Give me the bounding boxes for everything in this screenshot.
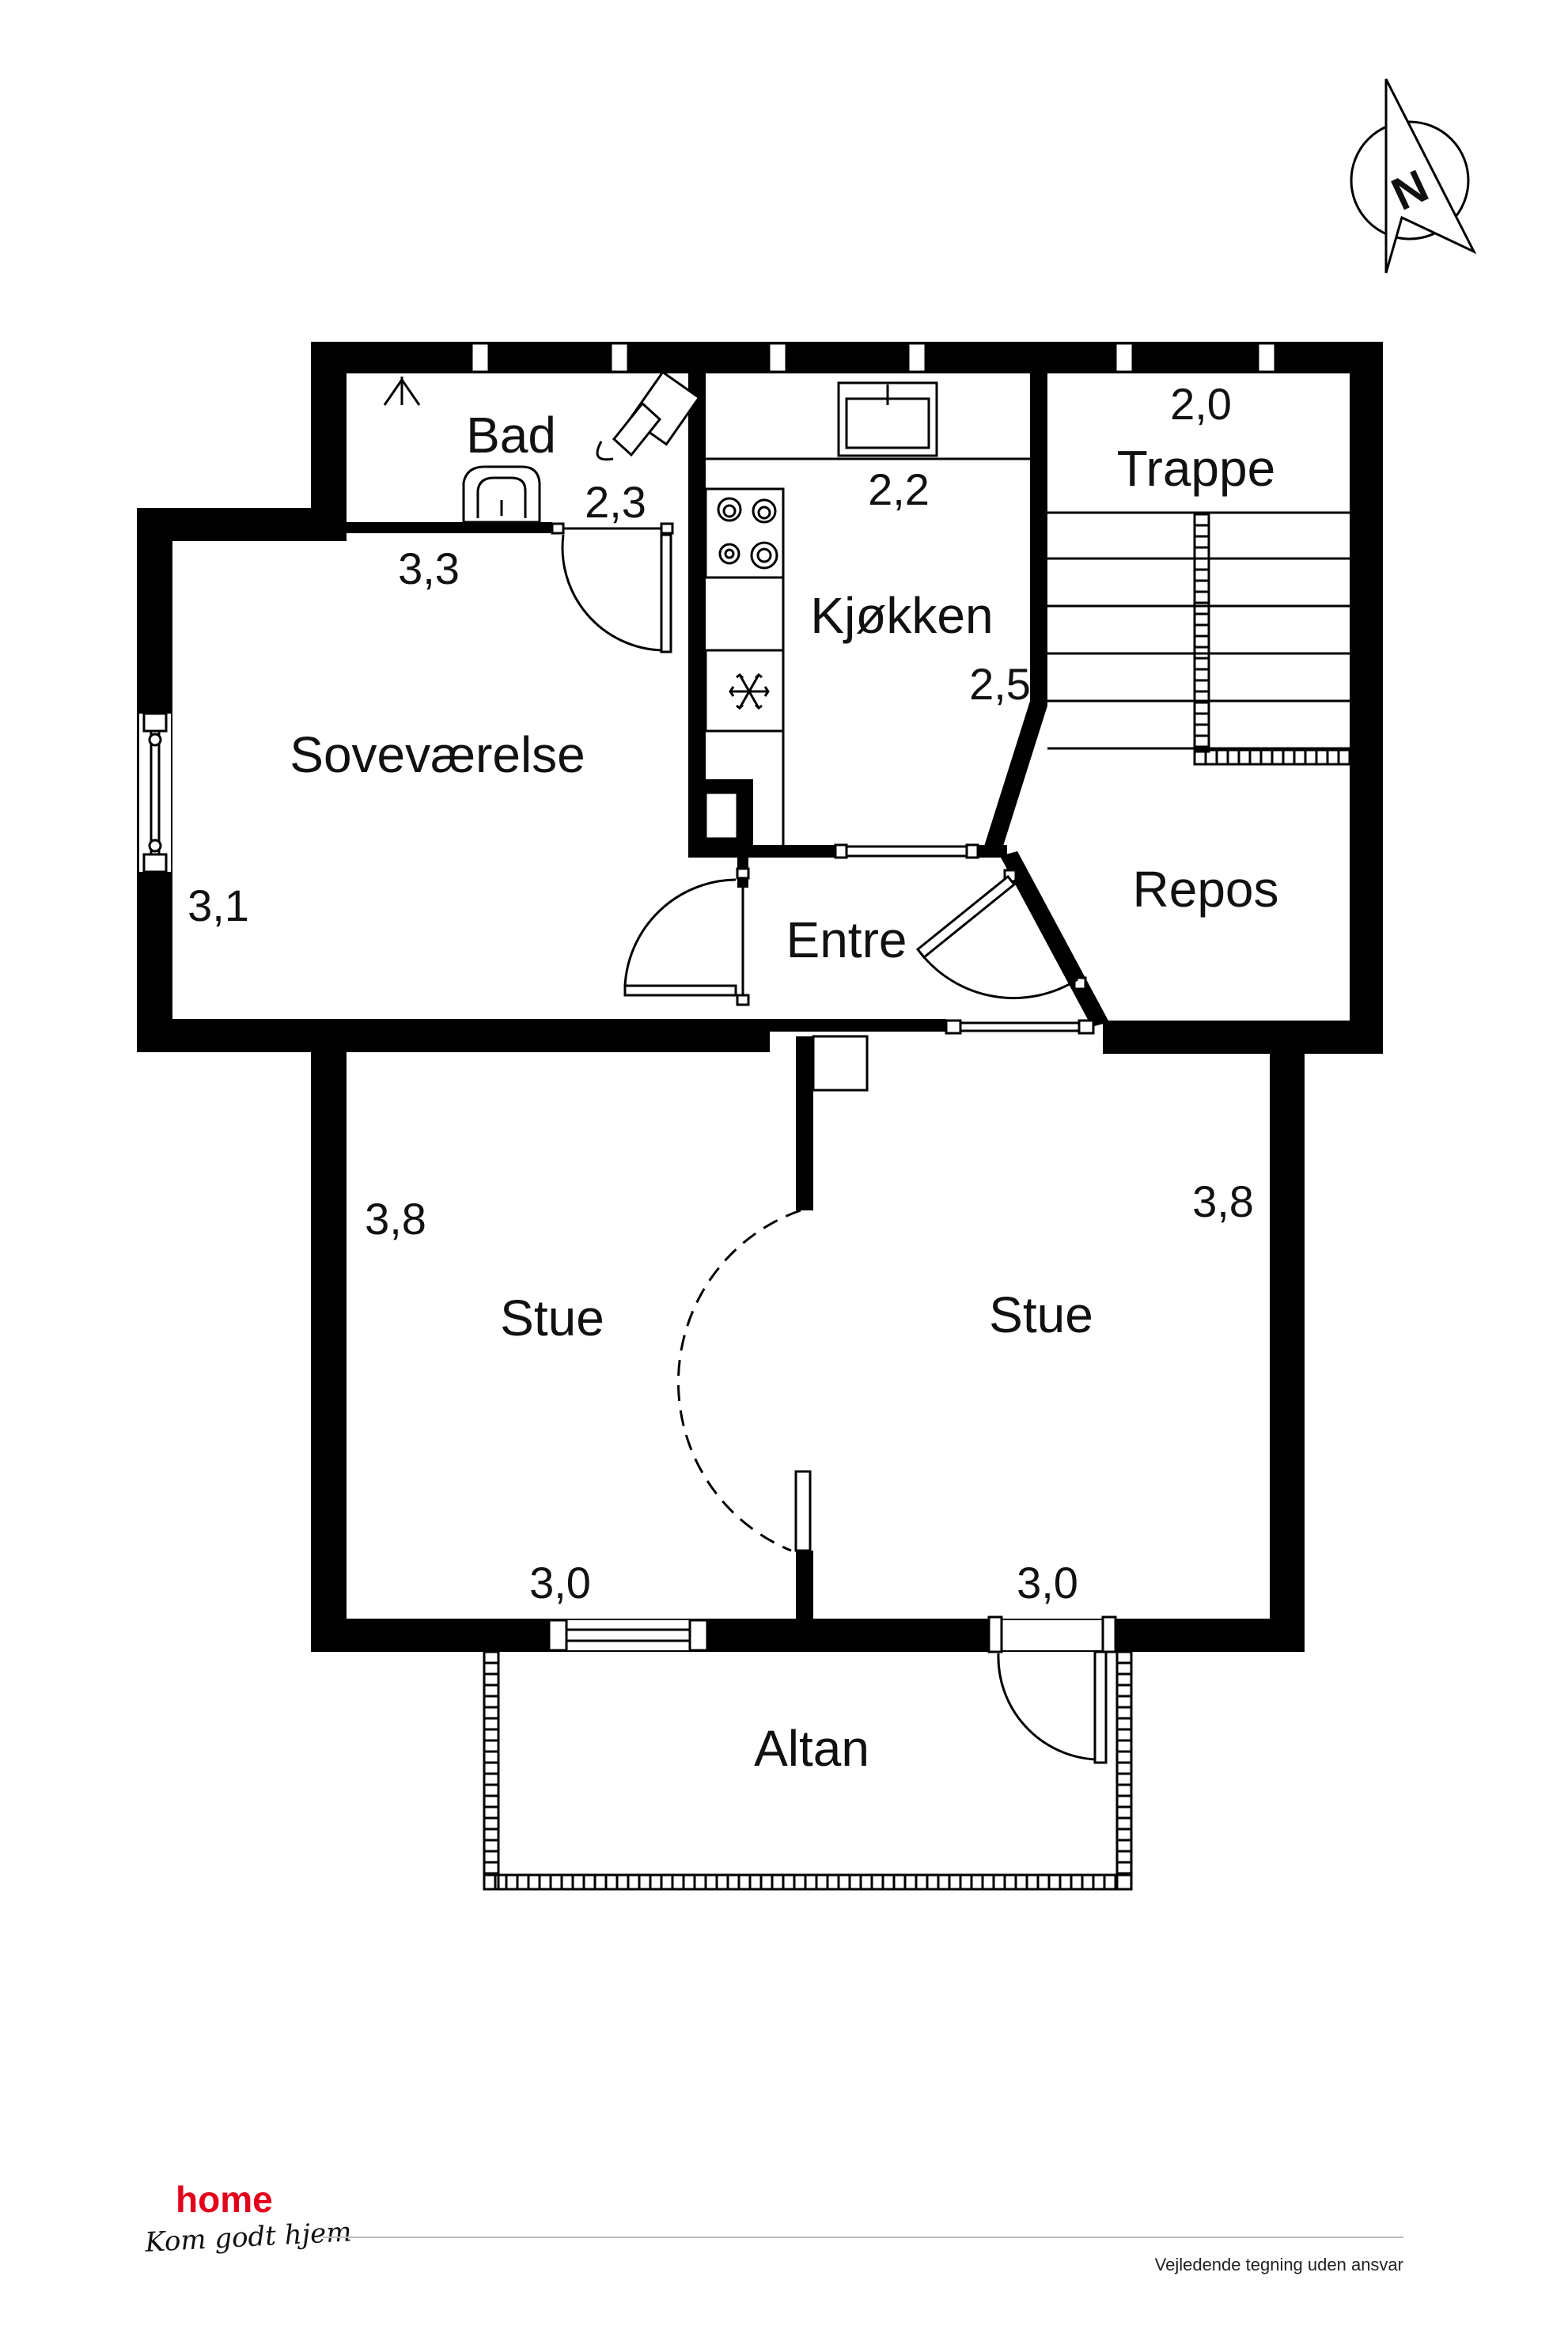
window-sove bbox=[139, 712, 171, 873]
dimension-kokken-top: 2,2 bbox=[868, 464, 930, 514]
wall-entre-bottom bbox=[748, 1019, 946, 1032]
room-label-repos: Repos bbox=[1133, 861, 1279, 918]
shower-icon bbox=[383, 377, 421, 406]
dimension-stue-right-side: 3,8 bbox=[1192, 1176, 1254, 1226]
north-arrow-icon bbox=[1384, 78, 1477, 274]
room-label-kokken: Kjøkken bbox=[810, 587, 993, 644]
doors bbox=[551, 522, 1117, 1764]
shaft bbox=[704, 791, 739, 840]
windows bbox=[139, 342, 1277, 1652]
footer-disclaimer: Vejledende tegning uden ansvar bbox=[1155, 2255, 1403, 2274]
dimension-stue-left-bottom: 3,0 bbox=[529, 1558, 591, 1608]
window-trappe bbox=[1114, 342, 1277, 373]
brand-logo: home Kom godt hjem bbox=[143, 2179, 352, 2259]
dimension-trappe: 2,0 bbox=[1170, 379, 1232, 429]
room-label-sovevaerelse: Soveværelse bbox=[290, 726, 585, 783]
kitchen-sink-icon bbox=[837, 381, 938, 457]
dimension-stue-left-side: 3,8 bbox=[365, 1194, 426, 1244]
window-stue bbox=[547, 1619, 709, 1652]
wall-bad-kitchen bbox=[688, 342, 706, 856]
balcony-railing bbox=[483, 1650, 1133, 1891]
door-sove bbox=[623, 867, 750, 1006]
dimension-sove-side: 3,1 bbox=[187, 881, 249, 930]
footer: home Kom godt hjem Vejledende tegning ud… bbox=[143, 2179, 1403, 2274]
wall-diagonal-upper bbox=[983, 701, 1047, 856]
wall-sove-bottom bbox=[137, 1019, 770, 1052]
compass-circle bbox=[1350, 120, 1470, 241]
room-label-stue-left: Stue bbox=[500, 1290, 604, 1346]
exterior-walls bbox=[137, 342, 1383, 1652]
dimension-labels: 2,3 2,2 2,5 2,0 3,3 3,1 3,8 3,8 3,0 3,0 bbox=[187, 379, 1254, 1608]
wall-kitchen-bottom bbox=[688, 845, 835, 858]
wall-stue-divider-top bbox=[796, 1036, 813, 1210]
stove-icon bbox=[704, 487, 785, 579]
wall-bad-bottom bbox=[347, 522, 552, 533]
door-stue-divider bbox=[677, 1209, 812, 1552]
fixtures bbox=[383, 370, 1030, 846]
door-bad bbox=[551, 522, 674, 653]
door-altan bbox=[987, 1615, 1117, 1764]
door-repos bbox=[915, 869, 1087, 999]
stairs bbox=[1047, 511, 1351, 766]
window-bad bbox=[470, 342, 630, 373]
brand-name: home bbox=[176, 2179, 273, 2220]
compass: N bbox=[1350, 78, 1477, 274]
room-label-trappe: Trappe bbox=[1117, 440, 1275, 497]
opening-stue bbox=[945, 1019, 1095, 1035]
opening-kitchen bbox=[834, 843, 979, 859]
wall-kitchen-trappe bbox=[1030, 342, 1047, 706]
column-box bbox=[812, 1035, 869, 1092]
room-label-bad: Bad bbox=[466, 407, 556, 464]
window-kitchen bbox=[767, 342, 927, 373]
bathroom-sink-icon bbox=[462, 465, 541, 524]
brand-slogan: Kom godt hjem bbox=[143, 2216, 352, 2259]
wall-kitchen-bottom-right bbox=[977, 845, 1007, 858]
fridge-icon bbox=[704, 649, 785, 733]
room-label-stue-right: Stue bbox=[989, 1286, 1093, 1343]
room-label-entre: Entre bbox=[786, 911, 907, 968]
dimension-bad: 2,3 bbox=[585, 477, 646, 527]
wall-right-step bbox=[1103, 1021, 1383, 1054]
wall-bad-left bbox=[311, 342, 347, 532]
wall-right-upper bbox=[1350, 342, 1383, 1054]
dimension-stue-right-bottom: 3,0 bbox=[1017, 1558, 1078, 1608]
wall-stue-right bbox=[1270, 1021, 1305, 1652]
room-label-altan: Altan bbox=[754, 1720, 869, 1777]
dimension-kokken-side: 2,5 bbox=[969, 659, 1031, 709]
toilet-icon bbox=[596, 370, 701, 461]
wall-stue-left bbox=[311, 1019, 347, 1652]
stair-railing bbox=[1193, 513, 1351, 766]
dimension-sove-top: 3,3 bbox=[398, 543, 460, 593]
wall-stue-divider-bottom bbox=[796, 1551, 813, 1638]
room-labels: Bad Kjøkken Trappe Soveværelse Entre Rep… bbox=[290, 407, 1278, 1777]
